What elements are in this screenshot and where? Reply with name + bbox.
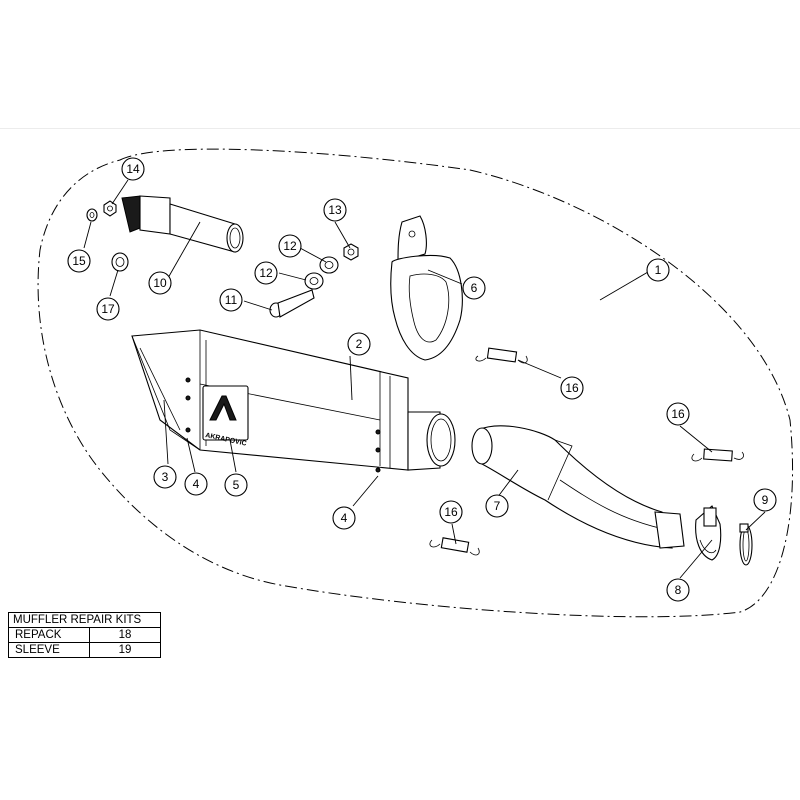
svg-text:12: 12 (283, 239, 297, 253)
svg-text:15: 15 (72, 254, 86, 268)
callout-9: 9 (753, 488, 777, 512)
clamp-part-9 (739, 523, 753, 566)
svg-text:12: 12 (259, 266, 273, 280)
svg-text:10: 10 (153, 276, 167, 290)
repair-kit-name: REPACK (8, 627, 90, 643)
callout-11: 11 (219, 288, 243, 312)
hanger-bracket-part-6 (390, 215, 463, 361)
spring-part-16-lower (429, 537, 480, 556)
callout-8: 8 (666, 578, 690, 602)
kit-boundary-outline (37, 148, 793, 618)
callout-15: 15 (67, 249, 91, 273)
callout-6: 6 (462, 276, 486, 300)
bolt-part-11 (269, 289, 315, 318)
callout-5: 5 (224, 473, 248, 497)
svg-text:4: 4 (341, 511, 348, 525)
spring-part-16-right (691, 448, 744, 462)
svg-text:6: 6 (471, 281, 478, 295)
repair-kit-row: REPACK 18 (8, 627, 161, 643)
callout-16-lower: 16 (439, 500, 463, 524)
svg-text:2: 2 (356, 337, 363, 351)
callout-17: 17 (96, 297, 120, 321)
callout-14: 14 (121, 157, 145, 181)
washer-part-15 (86, 208, 98, 222)
muffler-body-part-2: AKRAPOVIC (131, 329, 456, 473)
callout-1: 1 (646, 258, 670, 282)
nut-part-13 (343, 243, 359, 261)
callout-4-left: 4 (184, 472, 208, 496)
callout-2: 2 (347, 332, 371, 356)
repair-kits-header-row: MUFFLER REPAIR KITS (8, 612, 161, 628)
callout-16-right: 16 (666, 402, 690, 426)
svg-text:17: 17 (101, 302, 115, 316)
svg-text:11: 11 (225, 293, 238, 307)
svg-text:9: 9 (762, 493, 769, 507)
callout-12-upper: 12 (278, 234, 302, 258)
svg-text:13: 13 (328, 203, 342, 217)
svg-text:7: 7 (494, 499, 501, 513)
end-cap-part (121, 195, 244, 253)
clamp-part-8 (695, 505, 722, 561)
callout-13: 13 (323, 198, 347, 222)
repair-kit-row: SLEEVE 19 (8, 642, 161, 658)
repair-kit-part-number: 18 (89, 627, 161, 643)
callout-10: 10 (148, 271, 172, 295)
nut-part-14 (103, 200, 117, 217)
link-pipe-part-7 (471, 425, 685, 549)
washer-part-12-upper (319, 256, 339, 274)
repair-kit-name: SLEEVE (8, 642, 90, 658)
repair-kit-part-number: 19 (89, 642, 161, 658)
leader-lines (83, 179, 766, 579)
svg-text:16: 16 (444, 505, 458, 519)
svg-text:8: 8 (675, 583, 682, 597)
svg-text:3: 3 (162, 470, 169, 484)
svg-text:16: 16 (565, 381, 579, 395)
callout-3: 3 (153, 465, 177, 489)
svg-text:1: 1 (655, 263, 662, 277)
svg-text:4: 4 (193, 477, 200, 491)
repair-kits-title: MUFFLER REPAIR KITS (8, 612, 161, 628)
svg-text:5: 5 (233, 478, 240, 492)
spring-part-16-upper (475, 347, 528, 364)
top-separator-line (0, 128, 800, 129)
callout-7: 7 (485, 494, 509, 518)
svg-text:16: 16 (671, 407, 685, 421)
muffler-repair-kits-table: MUFFLER REPAIR KITS REPACK 18 SLEEVE 19 (8, 612, 161, 658)
callout-4-right: 4 (332, 506, 356, 530)
washer-part-12-lower (304, 272, 324, 290)
svg-text:14: 14 (126, 162, 140, 176)
callout-16-upper: 16 (560, 376, 584, 400)
callout-12-lower: 12 (254, 261, 278, 285)
washer-part-17 (111, 252, 129, 272)
